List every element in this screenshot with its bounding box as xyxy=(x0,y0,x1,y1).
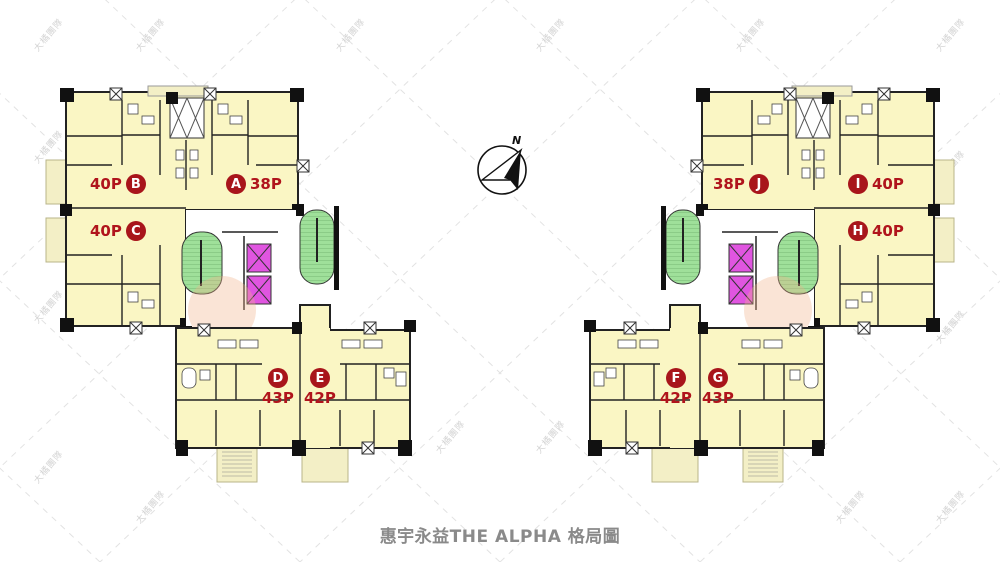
unit-label-c[interactable]: 40P C xyxy=(90,221,146,241)
parking-count: 40P xyxy=(90,222,122,240)
unit-badge: E xyxy=(309,368,330,388)
unit-badge: C xyxy=(125,221,146,241)
unit-badge: F xyxy=(665,368,686,388)
north-arrow-icon: N xyxy=(477,134,527,195)
unit-label-d[interactable]: D 43P xyxy=(262,368,294,407)
unit-label-f[interactable]: F 42P xyxy=(660,368,692,407)
parking-count: 40P xyxy=(872,222,904,240)
page-title: 惠宇永益THE ALPHA 格局圖 xyxy=(379,527,621,547)
unit-label-h[interactable]: H 40P xyxy=(848,221,904,241)
unit-badge: H xyxy=(848,221,868,241)
unit-label-g[interactable]: G 43P xyxy=(702,368,734,407)
unit-label-i[interactable]: I 40P xyxy=(848,174,904,194)
unit-badge: G xyxy=(707,368,728,388)
parking-count: 38P xyxy=(713,175,745,193)
parking-count: 42P xyxy=(660,389,692,407)
unit-badge: B xyxy=(125,174,146,194)
parking-count: 43P xyxy=(262,389,294,407)
unit-label-e[interactable]: E 42P xyxy=(304,368,336,407)
unit-label-j[interactable]: 38P J xyxy=(713,174,769,194)
parking-count: 42P xyxy=(304,389,336,407)
unit-label-a[interactable]: A 38P xyxy=(226,174,282,194)
north-label: N xyxy=(512,134,521,147)
parking-count: 38P xyxy=(250,175,282,193)
left-building xyxy=(45,85,416,483)
unit-badge: I xyxy=(848,174,868,194)
unit-badge: D xyxy=(267,368,288,388)
unit-badge: A xyxy=(226,174,246,194)
parking-count: 40P xyxy=(90,175,122,193)
parking-count: 40P xyxy=(872,175,904,193)
parking-count: 43P xyxy=(702,389,734,407)
unit-badge: J xyxy=(748,174,769,194)
right-building xyxy=(584,85,955,483)
unit-label-b[interactable]: 40P B xyxy=(90,174,146,194)
